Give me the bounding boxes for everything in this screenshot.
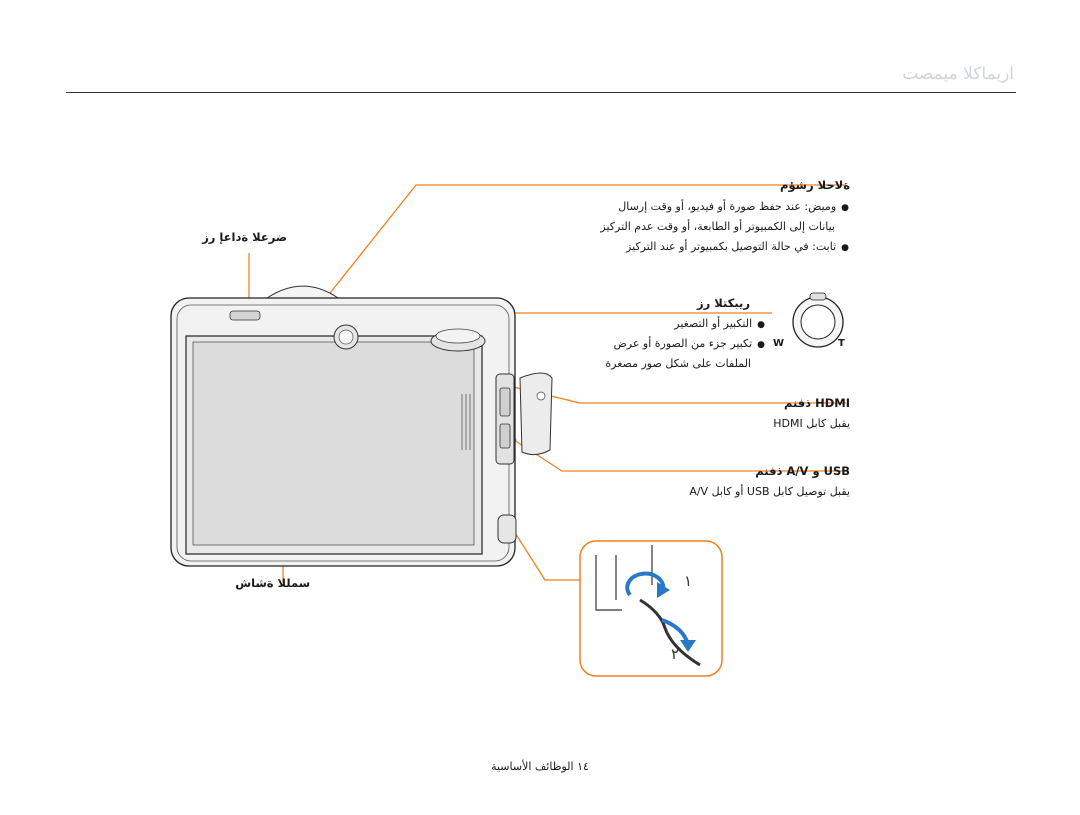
status-light-blink-cont: بيانات إلى الكمبيوتر أو الطابعة، أو وقت … — [600, 220, 835, 233]
section-name: الوظائف الأساسية — [491, 760, 574, 773]
status-light-blink: وميض: عند حفظ صورة أو فيديو، أو وقت إرسا… — [618, 197, 849, 218]
leader-strap — [511, 527, 583, 581]
strap-step-2: ٢ — [671, 645, 680, 663]
hdmi-port-desc: يقبل كابل HDMI — [773, 417, 850, 430]
camera-body — [170, 285, 553, 567]
zoom-line-1: التكبير أو التصغير — [674, 314, 765, 335]
zoom-line-3: الملفات على شكل صور مصغرة — [605, 357, 751, 370]
strap-step-1: ١ — [684, 572, 693, 590]
status-light-steady: ثابت: في حالة التوصيل بكمبيوتر أو عند ال… — [626, 237, 849, 258]
page-title: اريماكلا ميمصت — [902, 64, 1014, 84]
header-divider — [66, 92, 1016, 93]
zoom-title: ريبكتلا رز — [697, 296, 750, 310]
playback-button-title: ضرعلا ةداعإ رز — [202, 230, 287, 244]
zoom-lever-illustration — [792, 292, 844, 348]
zoom-out-icon: W — [773, 338, 785, 349]
zoom-line-2: تكبير جزء من الصورة أو عرض — [614, 334, 766, 355]
usb-av-port-title: USB و A/V ذفنم — [755, 464, 850, 478]
touch-screen-title: سمللا ةشاش — [235, 576, 310, 590]
hdmi-port-title: HDMI ذفنم — [783, 396, 850, 410]
status-light-title: ةلاحلا رشؤم — [780, 178, 850, 192]
page-footer: ١٤ الوظائف الأساسية — [440, 760, 640, 773]
leader-status-light — [306, 184, 846, 323]
usb-av-port-desc: يقبل توصيل كابل USB أو كابل A/V — [689, 485, 850, 498]
zoom-in-icon: T — [838, 338, 845, 349]
strap-inset — [579, 540, 723, 677]
page-number: ١٤ — [577, 760, 589, 773]
